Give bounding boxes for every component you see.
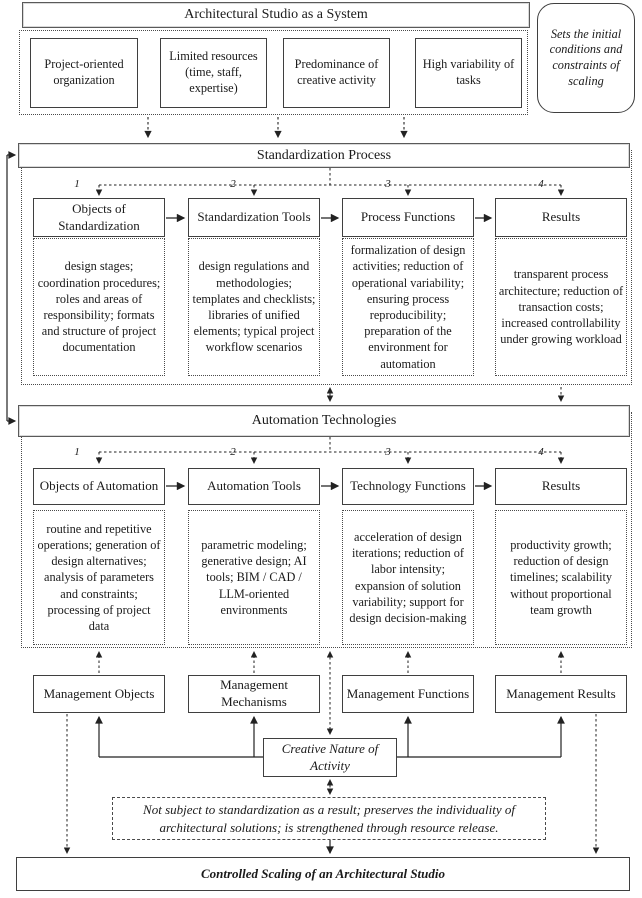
auto-header-functions: Technology Functions [342,468,474,505]
automation-title: Automation Technologies [251,413,397,429]
creativity-note-text: Not subject to standardization as a resu… [143,801,515,835]
std-body-text: design regulations and methodologies; te… [192,259,316,355]
std-auto-links [326,387,565,402]
footer-scaling-title: Controlled Scaling of an Architectural S… [200,865,446,881]
auto-body-text: parametric modeling; generative design; … [201,537,307,617]
auto-step-number-1: 1 [74,446,80,458]
auto-body-results: productivity growth; reduction of design… [495,510,627,645]
auto-step-number-3: 3 [385,446,391,458]
management-label: Management Mechanisms [220,677,288,709]
std-header-results: Results [495,198,627,237]
factor-label: High variability of tasks [422,57,515,87]
std-step-number-2: 2 [230,178,236,190]
factor-label: Limited resources (time, staff, expertis… [169,49,258,95]
management-label: Management Results [506,685,616,701]
creativity-note-box: Not subject to standardization as a resu… [112,797,546,840]
side-note-box: Sets the initial conditions and constrai… [537,3,635,113]
std-header-tools: Standardization Tools [188,198,320,237]
std-header-label: Standardization Tools [197,209,311,225]
std-body-objects: design stages; coordination procedures; … [33,238,165,376]
side-note-text: Sets the initial conditions and constrai… [549,26,623,88]
auto-header-results: Results [495,468,627,505]
factor-box-project-oriented: Project-oriented organization [30,38,138,108]
auto-body-text: productivity growth; reduction of design… [509,537,613,617]
std-step-number-1: 1 [74,178,80,190]
management-results-box: Management Results [495,675,627,713]
standardization-title-box: Standardization Process [18,143,630,168]
std-step-number-4: 4 [538,178,544,190]
management-label: Management Functions [346,685,470,701]
auto-header-label: Results [541,478,581,494]
creative-nature-label: Creative Nature of Activity [281,740,379,773]
management-label: Management Objects [43,685,155,701]
std-header-objects: Objects of Standardization [33,198,165,237]
auto-header-tools: Automation Tools [188,468,320,505]
auto-header-label: Technology Functions [350,478,466,494]
factor-box-task-variability: High variability of tasks [415,38,522,108]
factor-label: Predominance of creative activity [294,57,379,87]
top-to-standardization-arrows [144,117,408,139]
std-step-number-3: 3 [385,178,391,190]
std-header-label: Results [541,209,581,225]
auto-body-functions: acceleration of design iterations; reduc… [342,510,474,645]
auto-body-text: routine and repetitive operations; gener… [37,521,161,634]
automation-title-box: Automation Technologies [18,405,630,437]
management-functions-box: Management Functions [342,675,474,713]
left-feedback-loop [6,151,17,425]
factor-box-creative-activity: Predominance of creative activity [283,38,390,108]
system-title-box: Architectural Studio as a System [22,2,530,28]
auto-header-label: Automation Tools [207,478,301,494]
auto-step-number-2: 2 [230,446,236,458]
std-body-text: formalization of design activities; redu… [350,243,466,371]
auto-body-tools: parametric modeling; generative design; … [188,510,320,645]
creative-nature-box: Creative Nature of Activity [263,738,397,777]
factor-label: Project-oriented organization [44,57,124,87]
std-body-text: design stages; coordination procedures; … [37,259,161,355]
auto-body-text: acceleration of design iterations; reduc… [349,529,467,625]
std-body-tools: design regulations and methodologies; te… [188,238,320,376]
system-title: Architectural Studio as a System [184,7,368,23]
management-up-arrows [95,651,565,673]
footer-scaling-box: Controlled Scaling of an Architectural S… [16,857,630,891]
standardization-title: Standardization Process [256,147,392,163]
auto-body-objects: routine and repetitive operations; gener… [33,510,165,645]
std-body-functions: formalization of design activities; redu… [342,238,474,376]
std-body-results: transparent process architecture; reduct… [495,238,627,376]
factor-box-limited-resources: Limited resources (time, staff, expertis… [160,38,267,108]
auto-step-number-4: 4 [538,446,544,458]
std-header-functions: Process Functions [342,198,474,237]
std-body-text: transparent process architecture; reduct… [498,267,624,347]
auto-header-label: Objects of Automation [39,478,159,494]
management-mechanisms-box: Management Mechanisms [188,675,320,713]
std-header-label: Process Functions [360,209,456,225]
system-factors-container [19,30,528,115]
management-objects-box: Management Objects [33,675,165,713]
std-header-label: Objects of Standardization [58,200,140,233]
auto-header-objects: Objects of Automation [33,468,165,505]
